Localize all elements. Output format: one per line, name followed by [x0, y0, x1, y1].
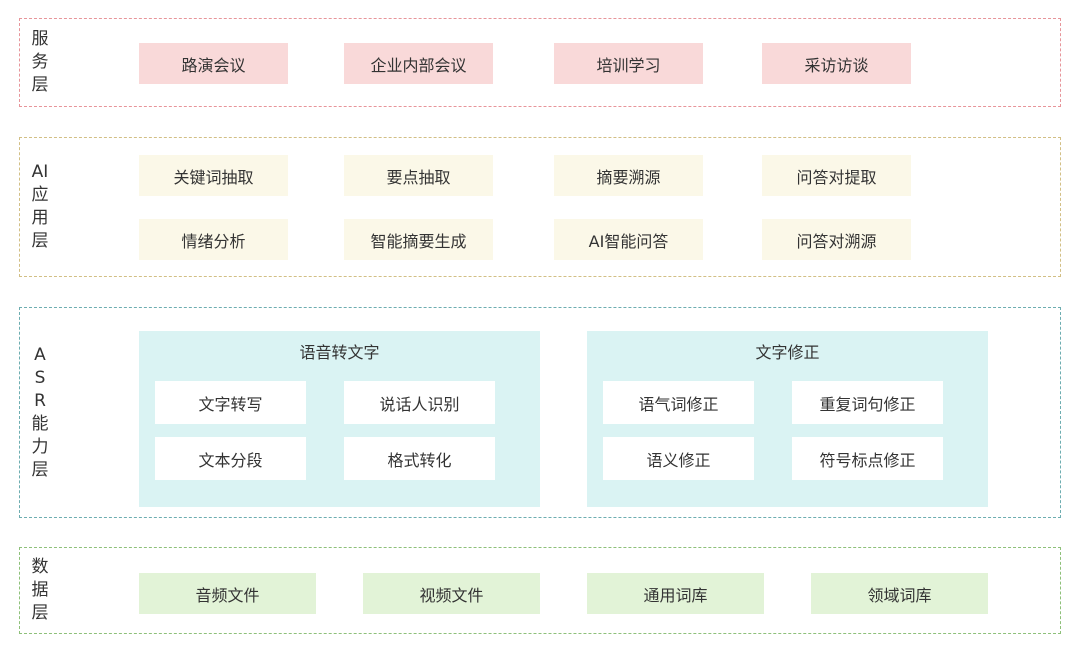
asr-item-filler-correction: 语气词修正 [603, 381, 754, 424]
ai-item-smart-qa: AI智能问答 [554, 219, 703, 260]
ai-layer-title: AI 应 用 层 [31, 162, 49, 251]
speech-to-text-group: 语音转文字 文字转写 说话人识别 文本分段 格式转化 [139, 331, 540, 507]
data-layer-title: 数 据 层 [31, 557, 49, 623]
service-item-interview: 采访访谈 [762, 43, 911, 84]
text-correction-group: 文字修正 语气词修正 重复词句修正 语义修正 符号标点修正 [587, 331, 988, 507]
service-item-roadshow: 路演会议 [139, 43, 288, 84]
asr-item-punctuation-correction: 符号标点修正 [792, 437, 943, 480]
service-item-internal-meeting: 企业内部会议 [344, 43, 493, 84]
data-item-domain-lexicon: 领域词库 [811, 573, 988, 614]
service-item-training: 培训学习 [554, 43, 703, 84]
ai-item-key-point-extraction: 要点抽取 [344, 155, 493, 196]
ai-application-layer: AI 应 用 层 关键词抽取 要点抽取 摘要溯源 问答对提取 情绪分析 智能摘要… [19, 137, 1061, 277]
data-item-audio-files: 音频文件 [139, 573, 316, 614]
ai-item-qa-extraction: 问答对提取 [762, 155, 911, 196]
asr-layer-title: A S R 能 力 层 [31, 344, 49, 480]
data-item-general-lexicon: 通用词库 [587, 573, 764, 614]
service-layer-title: 服 务 层 [31, 29, 49, 95]
ai-item-qa-tracing: 问答对溯源 [762, 219, 911, 260]
asr-item-speaker-recognition: 说话人识别 [344, 381, 495, 424]
asr-item-format-conversion: 格式转化 [344, 437, 495, 480]
data-item-video-files: 视频文件 [363, 573, 540, 614]
asr-item-transcription: 文字转写 [155, 381, 306, 424]
ai-item-smart-summary: 智能摘要生成 [344, 219, 493, 260]
service-layer: 服 务 层 路演会议 企业内部会议 培训学习 采访访谈 [19, 18, 1061, 107]
text-correction-title: 文字修正 [755, 343, 820, 362]
ai-item-sentiment-analysis: 情绪分析 [139, 219, 288, 260]
asr-item-semantic-correction: 语义修正 [603, 437, 754, 480]
ai-item-keyword-extraction: 关键词抽取 [139, 155, 288, 196]
ai-item-summary-tracing: 摘要溯源 [554, 155, 703, 196]
asr-capability-layer: A S R 能 力 层 语音转文字 文字转写 说话人识别 文本分段 格式转化 文… [19, 307, 1061, 518]
speech-to-text-title: 语音转文字 [299, 343, 380, 362]
data-layer: 数 据 层 音频文件 视频文件 通用词库 领域词库 [19, 547, 1061, 634]
asr-item-text-segmentation: 文本分段 [155, 437, 306, 480]
asr-item-repetition-correction: 重复词句修正 [792, 381, 943, 424]
